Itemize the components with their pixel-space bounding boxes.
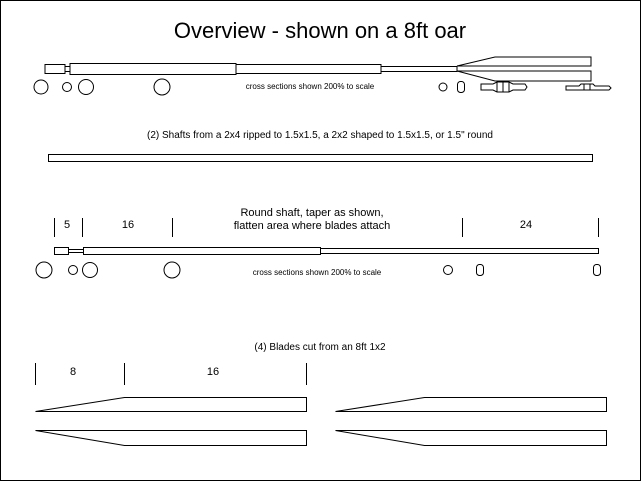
blades: [35, 397, 607, 446]
square-shaft: [48, 154, 593, 162]
dim-label: 24: [520, 219, 532, 231]
round-shaft-cross-sections: [35, 261, 601, 279]
round-shaft-caption-2: flatten area where blades attach: [234, 220, 391, 232]
page-title: Overview - shown on a 8ft oar: [174, 18, 466, 43]
overview-note: cross sections shown 200% to scale: [246, 82, 375, 91]
dim-label: 16: [122, 219, 134, 231]
dim-label: 16: [207, 366, 219, 378]
shafts-caption: (2) Shafts from a 2x4 ripped to 1.5x1.5,…: [147, 130, 493, 141]
blade-dimension-ticks: [35, 363, 307, 385]
overview-oar: [44, 56, 592, 82]
round-shaft-caption-1: Round shaft, taper as shown,: [240, 207, 383, 219]
dim-label: 8: [70, 366, 76, 378]
round-shaft-dimension-ticks: [54, 218, 599, 237]
overview-cross-sections: [33, 78, 612, 96]
round-shaft-note: cross sections shown 200% to scale: [253, 268, 382, 277]
dim-label: 5: [64, 219, 70, 231]
round-shaft: [54, 247, 599, 255]
blades-caption: (4) Blades cut from an 8ft 1x2: [254, 342, 386, 353]
